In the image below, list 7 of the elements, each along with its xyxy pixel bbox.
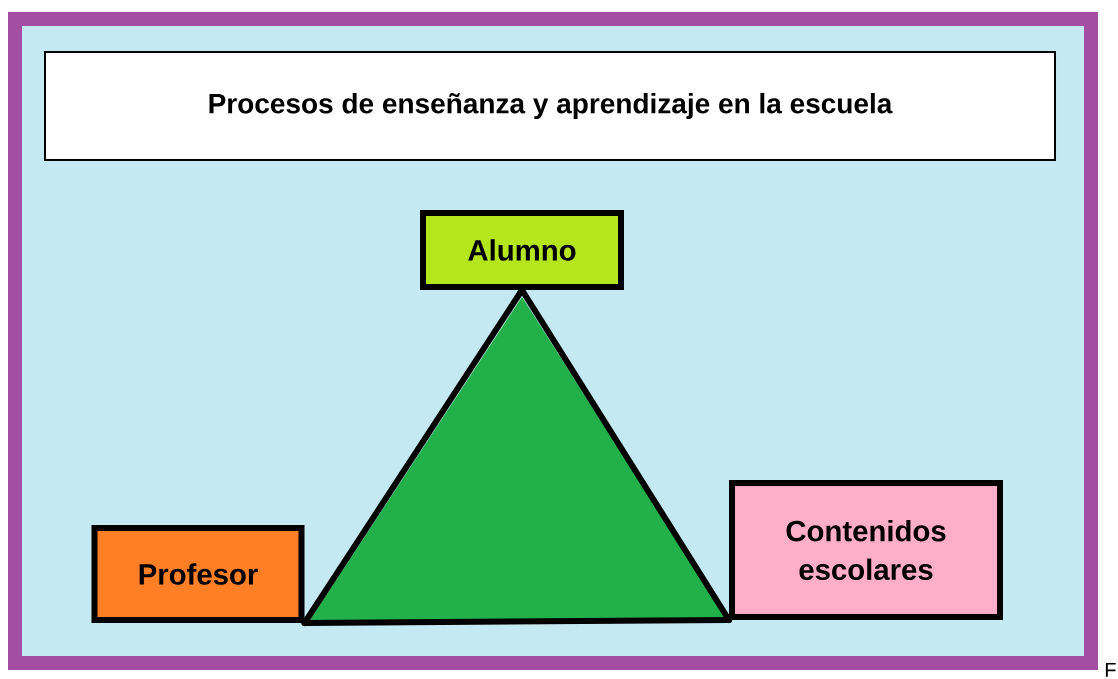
- triangle-side: [301, 617, 732, 626]
- label-box: Alumno: [420, 210, 624, 290]
- label-box: Profesor: [91, 525, 305, 623]
- title-box: Procesos de enseñanza y aprendizaje en la escuela: [44, 51, 1056, 161]
- label-box: Contenidos escolares: [729, 480, 1003, 620]
- triangle-side: [301, 287, 525, 626]
- cut-off-text: F: [1105, 662, 1116, 677]
